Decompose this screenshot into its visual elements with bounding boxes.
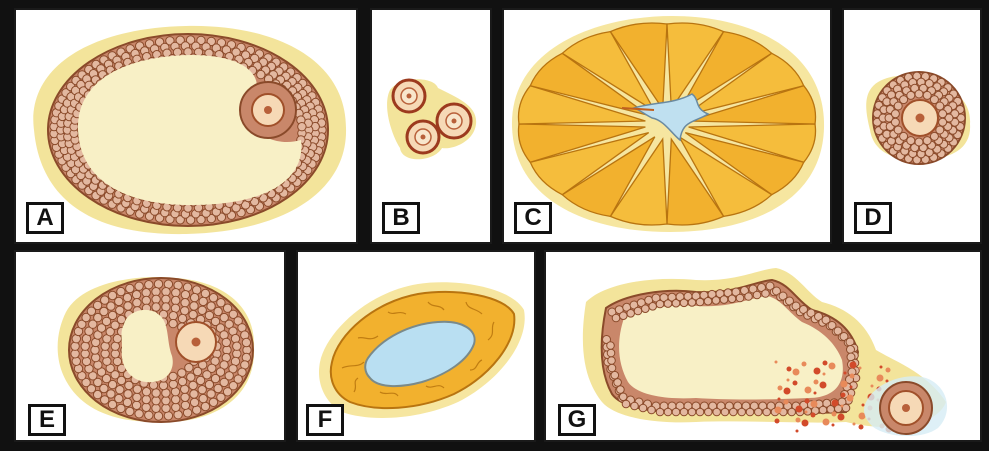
panel-label-b: B — [382, 202, 420, 234]
panel-b: B — [370, 8, 492, 244]
primordial-follicle — [393, 80, 425, 112]
panel-label-c: C — [514, 202, 552, 234]
panel-a: A — [14, 8, 358, 244]
panel-d: D — [842, 8, 982, 244]
primordial-follicle — [407, 121, 439, 153]
panel-label-g: G — [558, 404, 596, 436]
ovulating-follicle-illustration — [546, 252, 980, 440]
panel-g: G — [544, 250, 982, 442]
primordial-follicle — [437, 104, 471, 138]
panel-e: E — [14, 250, 286, 442]
panel-label-f: F — [306, 404, 344, 436]
tertiary-follicle-illustration — [16, 10, 356, 242]
panel-c: C — [502, 8, 832, 244]
panel-label-a: A — [26, 202, 64, 234]
panel-label-e: E — [28, 404, 66, 436]
panel-f: F — [296, 250, 536, 442]
panel-label-d: D — [854, 202, 892, 234]
corpus-luteum-illustration — [504, 10, 830, 242]
